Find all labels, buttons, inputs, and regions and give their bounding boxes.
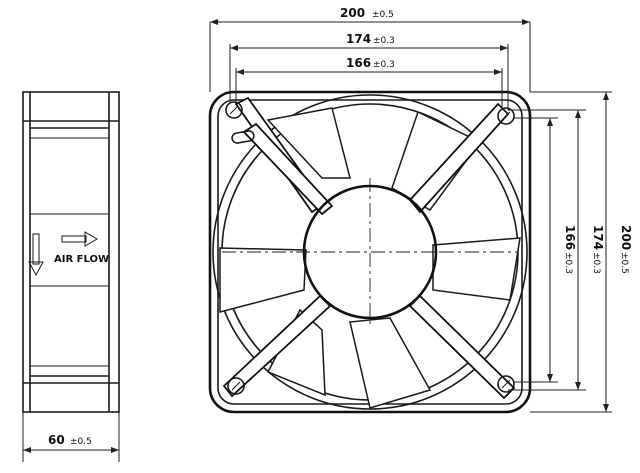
frame-outer xyxy=(208,90,532,414)
fan-blade xyxy=(432,237,521,301)
mid-width-value: 174 xyxy=(346,32,371,46)
fan-blade xyxy=(219,247,307,313)
outer-height-value: 200 xyxy=(619,225,633,250)
side-view: AIR FLOW 60 ±0.5 xyxy=(22,91,120,462)
mid-height-value: 174 xyxy=(591,225,605,250)
cable-channel xyxy=(242,122,334,216)
mounting-hole xyxy=(227,377,245,395)
airflow-right-arrow-icon xyxy=(61,231,98,247)
mounting-holes xyxy=(225,101,515,395)
venturi-outer-circle xyxy=(212,94,528,410)
airflow-label: AIR FLOW xyxy=(54,254,109,265)
depth-value: 60 xyxy=(48,433,65,447)
outer-width-value: 200 xyxy=(340,6,365,20)
inner-width-value: 166 xyxy=(346,56,371,70)
cable-slot xyxy=(231,130,255,144)
inner-height-value: 166 xyxy=(563,225,577,250)
fan-blades xyxy=(219,107,521,409)
fan-blade xyxy=(349,317,432,409)
front-view: 200 ±0.5 174 ±0.3 166 ±0.3 166 ±0.3 xyxy=(208,6,633,414)
inner-height-tolerance: ±0.3 xyxy=(563,252,573,274)
inner-width-tolerance: ±0.3 xyxy=(373,60,395,70)
mid-height-tolerance: ±0.3 xyxy=(591,252,601,274)
fan-blade xyxy=(266,107,351,179)
mid-width-tolerance: ±0.3 xyxy=(373,36,395,46)
side-view-outline xyxy=(22,91,120,413)
depth-tolerance: ±0.5 xyxy=(70,437,92,447)
mounting-hole xyxy=(497,107,515,125)
outer-width-tolerance: ±0.5 xyxy=(372,10,394,20)
airflow-down-arrow-icon xyxy=(28,233,44,277)
mounting-hole xyxy=(497,375,515,393)
outer-height-tolerance: ±0.5 xyxy=(619,252,629,274)
mounting-hole xyxy=(225,101,243,119)
